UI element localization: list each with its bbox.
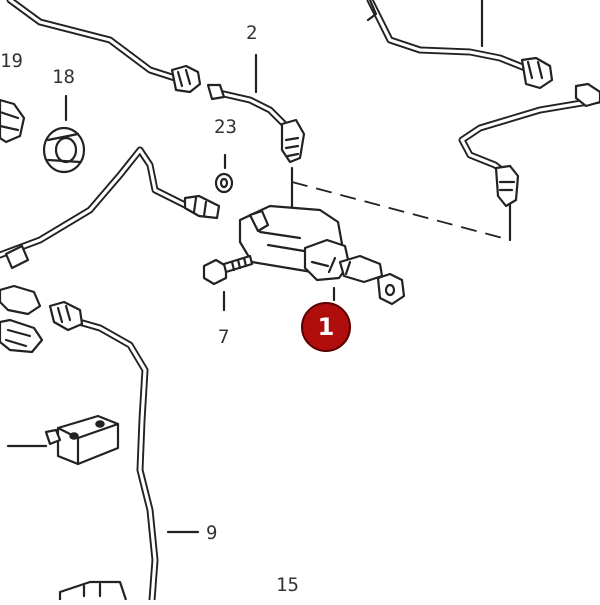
dashed-guide-line — [291, 181, 511, 241]
label-part-23: 23 — [214, 116, 237, 138]
part-2-hose — [206, 53, 306, 212]
bottom-left-part — [58, 580, 128, 601]
part-23-washer — [214, 153, 234, 194]
pipe-left-upper — [0, 146, 221, 270]
part-7-bolt — [202, 254, 254, 312]
part-18-grommet — [42, 94, 86, 174]
part-19-hose-end — [0, 98, 26, 144]
label-part-15: 15 — [276, 574, 299, 596]
label-part-9: 9 — [206, 522, 218, 544]
part-9-pipe — [48, 300, 200, 604]
label-part-19: 19 — [0, 50, 23, 72]
pipe-top-left — [6, 0, 202, 94]
label-part-2: 2 — [246, 22, 258, 44]
left-connectors — [0, 284, 44, 354]
part-1-cylinder — [238, 204, 406, 306]
label-part-18: 18 — [52, 66, 75, 88]
valve-block — [6, 414, 120, 466]
pipe-right — [458, 82, 600, 208]
callout-badge-part-1[interactable]: 1 — [301, 302, 351, 352]
label-part-7: 7 — [218, 326, 230, 348]
pipe-top-right — [366, 0, 554, 90]
